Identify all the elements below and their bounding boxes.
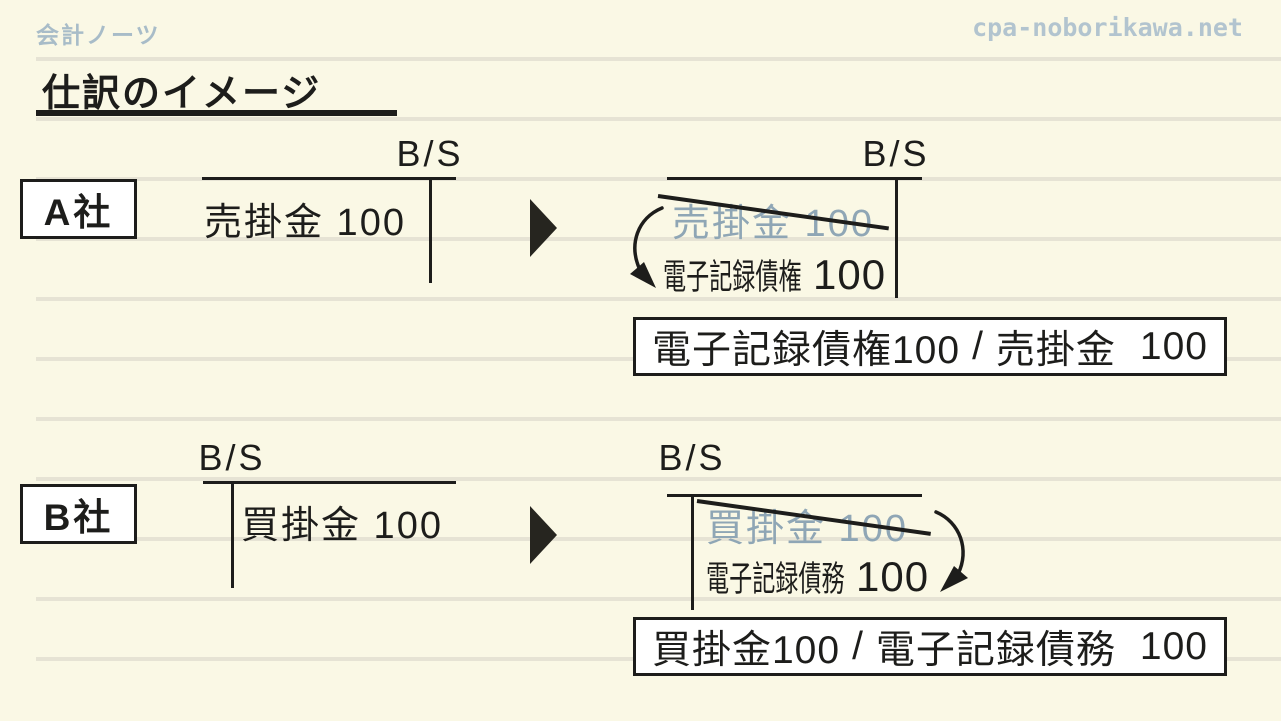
site-logo: 会計ノーツ — [36, 22, 161, 48]
b-journal-debit: 買掛金100 — [651, 628, 841, 672]
ruled-line — [36, 237, 1281, 241]
curved-down-arrow-icon — [630, 206, 664, 288]
a-before-debit-entry: 売掛金 100 — [204, 202, 406, 244]
company-b-label-box: B社 — [20, 484, 137, 544]
site-url: cpa-noborikawa.net — [972, 13, 1243, 42]
b-replacement-account: 電子記録債務 — [706, 560, 845, 599]
t-account-divider-line — [231, 481, 234, 588]
a-journal-credit: 売掛金 — [995, 328, 1116, 372]
b-journal-credit-amount: 100 — [1139, 624, 1208, 668]
company-b-label: B社 — [43, 497, 114, 538]
ruled-line — [36, 57, 1281, 61]
journal-separator: / — [852, 624, 864, 668]
a-replacement-amount: 100 — [813, 251, 887, 298]
t-account-divider-line — [691, 494, 694, 610]
company-a-label-box: A社 — [20, 179, 137, 239]
ruled-line — [36, 597, 1281, 601]
ruled-line — [36, 537, 1281, 541]
a-journal-credit-amount: 100 — [1139, 324, 1208, 368]
ruled-line — [36, 297, 1281, 301]
b-replacement-entry: 電子記録債務 100 — [706, 551, 929, 602]
b-before-credit-entry: 買掛金 100 — [241, 505, 443, 547]
ruled-line — [36, 417, 1281, 421]
title-underline — [36, 110, 397, 116]
ruled-line — [36, 477, 1281, 481]
curved-down-arrow-icon — [934, 510, 968, 592]
a-journal-entry-box: 電子記録債権100 / 売掛金 100 — [633, 317, 1227, 376]
b-journal-entry-box: 買掛金100 / 電子記録債務 100 — [633, 617, 1227, 676]
b-journal-credit: 電子記録債務 — [875, 628, 1116, 672]
t-account-top-line — [203, 481, 456, 484]
right-arrow-icon — [530, 199, 557, 257]
t-account-top-line — [667, 494, 922, 497]
ruled-line — [36, 117, 1281, 121]
journal-separator: / — [972, 324, 984, 368]
a-journal-debit: 電子記録債権100 — [651, 328, 961, 372]
bs-header-b-after: B/S — [658, 437, 726, 478]
bs-header-a-after: B/S — [862, 133, 930, 174]
t-account-divider-line — [895, 177, 898, 298]
t-account-divider-line — [429, 177, 432, 283]
a-replacement-entry: 電子記録債権 100 — [663, 249, 886, 300]
company-a-label: A社 — [43, 192, 114, 233]
right-arrow-icon — [530, 506, 557, 564]
t-account-top-line — [667, 177, 922, 180]
b-replacement-amount: 100 — [856, 553, 930, 600]
bs-header-b-before: B/S — [198, 437, 266, 478]
page-title: 仕訳のイメージ — [42, 73, 322, 115]
t-account-top-line — [202, 177, 456, 180]
bs-header-a-before: B/S — [396, 133, 464, 174]
a-replacement-account: 電子記録債権 — [663, 258, 802, 297]
ruled-line — [36, 177, 1281, 181]
